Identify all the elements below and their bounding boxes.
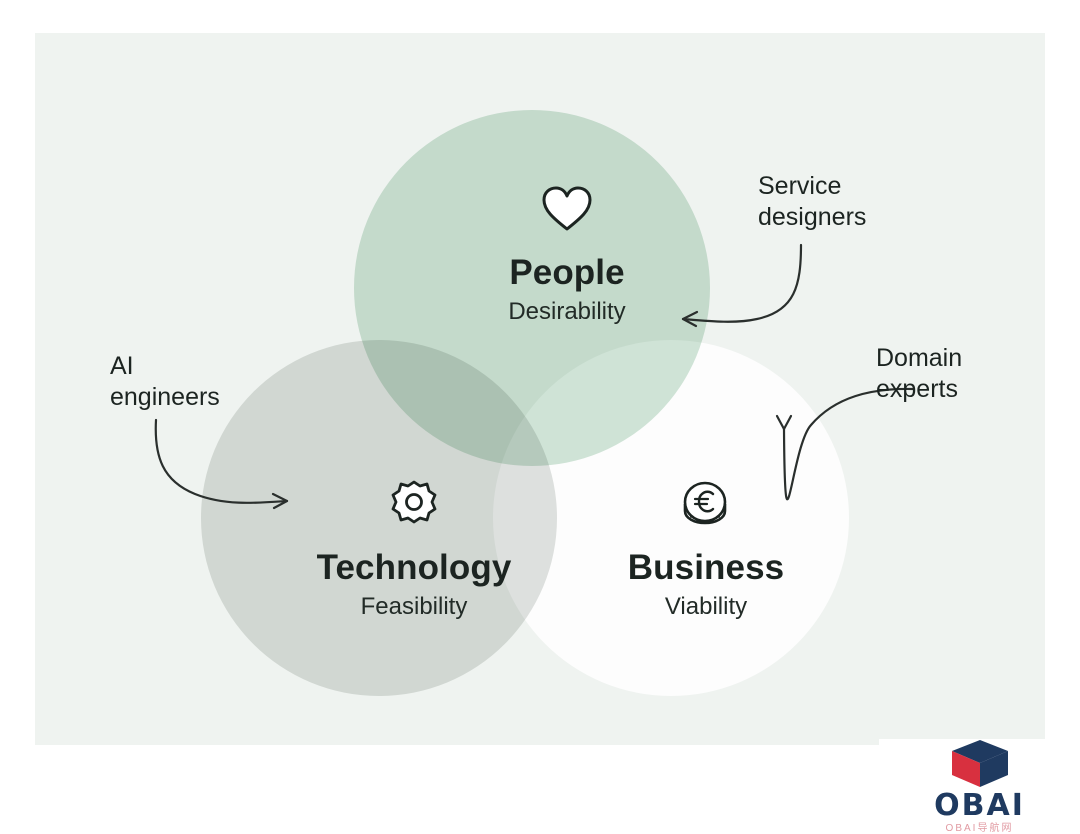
lobe-subtitle-people: Desirability [508, 297, 626, 325]
venn-lobe-business: Business Viability [536, 478, 876, 619]
lobe-title-technology: Technology [316, 548, 512, 587]
annotation-domain-experts: Domain experts [876, 344, 963, 404]
watermark-wordmark: OBAI [934, 787, 1025, 823]
venn-circle-people[interactable] [354, 110, 710, 466]
gear-icon [244, 478, 584, 528]
lobe-subtitle-technology: Feasibility [360, 592, 468, 620]
diagram-canvas: People Desirability Technology Feasibili… [35, 33, 1045, 745]
venn-lobe-people: People Desirability [397, 185, 737, 324]
euro-coin-icon [536, 478, 876, 528]
watermark-subtitle: OBAI导航网 [945, 822, 1014, 834]
cube-logo-icon [949, 738, 1011, 790]
annotation-service-designers: Service designers [758, 172, 867, 232]
venn-lobe-technology: Technology Feasibility [244, 478, 584, 619]
annotation-ai-engineers: AI engineers [110, 352, 220, 412]
lobe-subtitle-business: Viability [664, 592, 748, 620]
lobe-title-people: People [509, 253, 625, 292]
watermark-logo: OBAI OBAI导航网 [879, 738, 1080, 834]
heart-icon [397, 185, 737, 233]
lobe-title-business: Business [627, 548, 785, 587]
